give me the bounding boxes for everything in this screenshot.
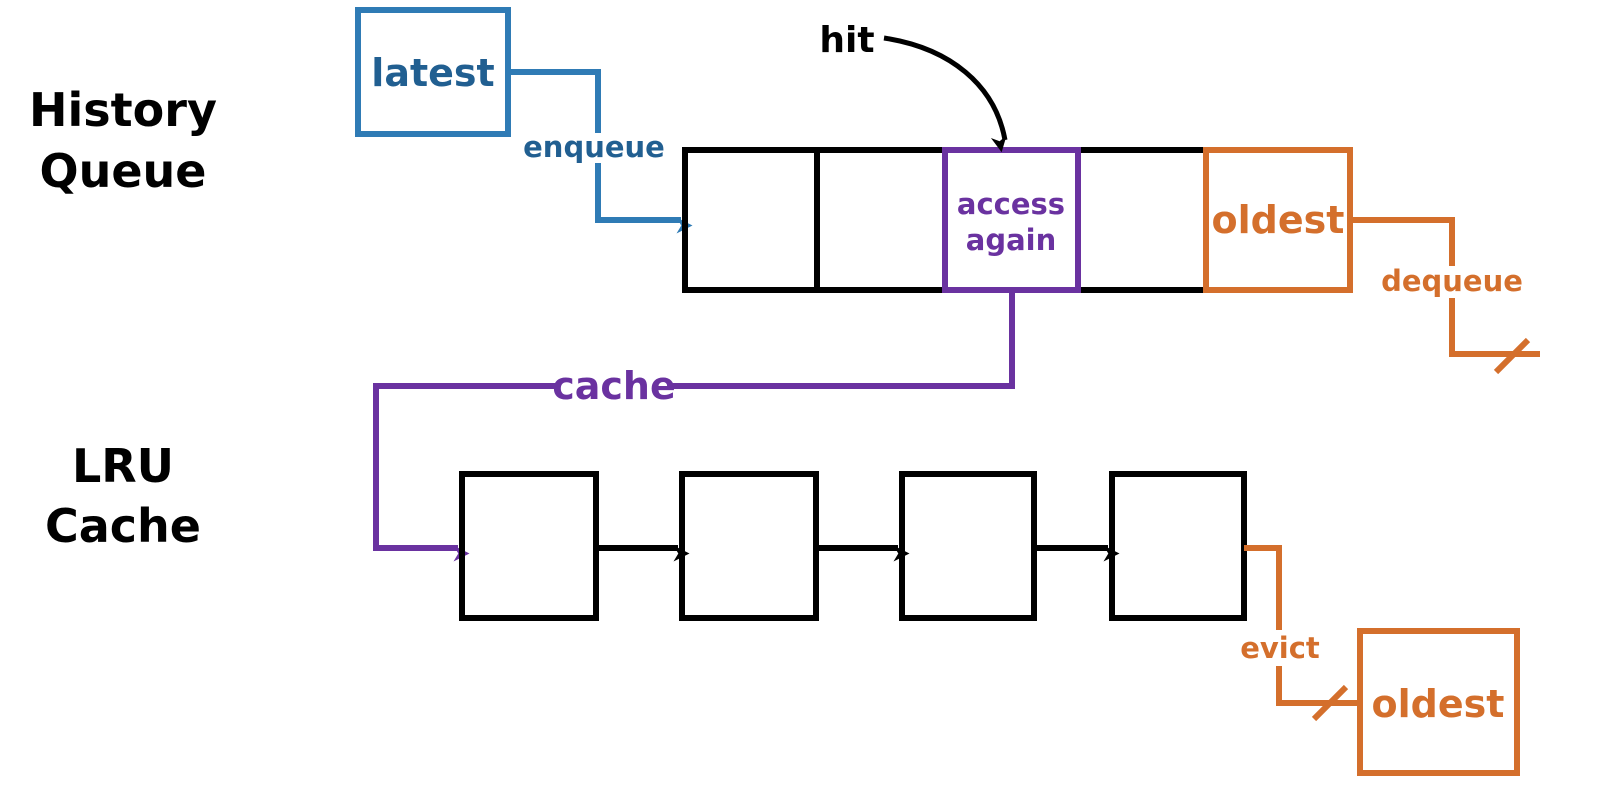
enqueue-label: enqueue xyxy=(523,130,665,164)
lru-title-line1: LRU xyxy=(72,439,174,493)
history-queue-title: History Queue xyxy=(29,83,217,198)
evict-connector-top xyxy=(1244,545,1282,630)
lru-node xyxy=(1109,471,1247,621)
dequeue-connector-top xyxy=(1350,217,1455,266)
evicted-oldest-box xyxy=(1357,628,1520,776)
cache-label: cache xyxy=(552,364,676,408)
dequeue-drop-mark xyxy=(1493,337,1531,375)
lru-cache-list xyxy=(459,471,1247,621)
dequeue-label: dequeue xyxy=(1381,264,1523,298)
hit-arrow xyxy=(883,35,1008,153)
enqueue-arrow xyxy=(595,163,693,234)
evict-label: evict xyxy=(1240,631,1320,665)
queue-oldest-label: oldest xyxy=(1212,198,1345,242)
evict-drop-mark xyxy=(1311,684,1349,722)
cache-arrow xyxy=(373,383,560,562)
lru-title-line2: Cache xyxy=(45,499,201,553)
evict-connector-bottom xyxy=(1276,666,1358,706)
queue-cell xyxy=(682,147,820,293)
hit-label: hit xyxy=(819,20,874,61)
latest-label: latest xyxy=(371,51,494,95)
lru-node xyxy=(679,471,819,621)
dequeue-connector-bottom xyxy=(1449,298,1540,357)
cache-connector-right xyxy=(668,293,1015,389)
lru-node xyxy=(459,471,599,621)
evicted-oldest-label: oldest xyxy=(1372,682,1505,726)
access-again-label-line2: again xyxy=(966,223,1056,257)
queue-cell xyxy=(1075,147,1209,293)
access-again-label-line1: access xyxy=(957,187,1065,221)
queue-oldest-cell xyxy=(1203,147,1353,293)
queue-cell xyxy=(814,147,948,293)
lru-node xyxy=(899,471,1037,621)
enqueue-connector-top xyxy=(508,69,601,133)
history-title-line2: Queue xyxy=(40,144,207,198)
lru-cache-title: LRU Cache xyxy=(45,439,201,553)
history-queue: access again oldest xyxy=(682,147,1353,293)
history-title-line1: History xyxy=(29,83,217,137)
access-again-cell xyxy=(942,147,1081,293)
